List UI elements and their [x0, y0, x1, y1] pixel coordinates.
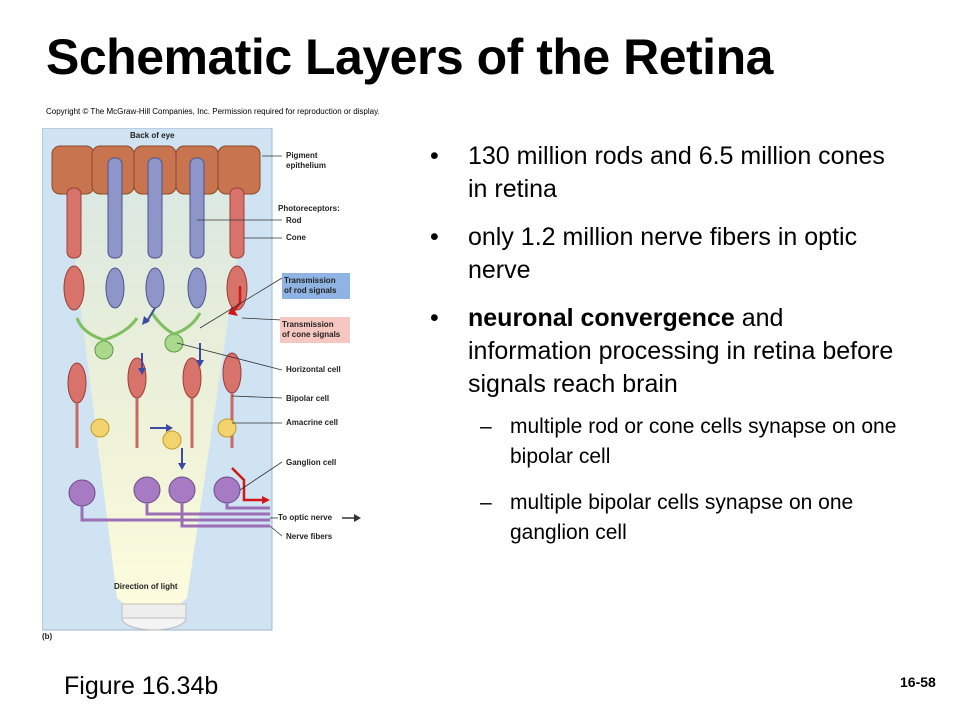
label-photoreceptors: Photoreceptors: [278, 204, 340, 213]
label-panel-letter: (b) [42, 632, 53, 641]
label-rod: Rod [286, 216, 302, 225]
label-cone: Cone [286, 233, 306, 242]
label-transmission-rod-2: of rod signals [284, 286, 337, 295]
copyright-notice: Copyright © The McGraw-Hill Companies, I… [46, 107, 380, 116]
label-pigment-epithelium-2: epithelium [286, 161, 327, 170]
bullet-item: •130 million rods and 6.5 million cones … [430, 142, 885, 203]
label-bipolar-cell: Bipolar cell [286, 394, 330, 403]
bullet-text: and information processing in retina bef… [468, 304, 894, 398]
leader-lines [176, 155, 283, 537]
rod-cells [105, 157, 207, 309]
label-direction-of-light: Direction of light [114, 582, 178, 591]
bullet-text: only 1.2 million nerve fibers in optic n… [468, 223, 858, 284]
label-amacrine-cell: Amacrine cell [286, 418, 339, 427]
label-back-of-eye: Back of eye [130, 131, 175, 140]
sub-bullet-item: –multiple rod or cone cells synapse on o… [480, 415, 897, 468]
label-transmission-cone-2: of cone signals [282, 330, 341, 339]
label-pigment-epithelium-1: Pigment [286, 151, 318, 160]
cone-signal-box [280, 317, 350, 343]
bullet-text: 130 million rods and 6.5 million cones i… [468, 142, 885, 203]
slide-number: 16-58 [900, 674, 936, 690]
label-transmission-rod-1: Transmission [284, 276, 336, 285]
rod-signal-box [282, 273, 350, 299]
nerve-fiber-lines [80, 503, 270, 528]
retina-diagram-art [42, 128, 361, 631]
label-horizontal-cell: Horizontal cell [286, 365, 341, 374]
bullet-list: •130 million rods and 6.5 million cones … [430, 140, 910, 568]
label-transmission-cone-1: Transmission [282, 320, 334, 329]
sub-bullet-item: –multiple bipolar cells synapse on one g… [480, 491, 854, 544]
bullet-item: •only 1.2 million nerve fibers in optic … [430, 223, 858, 284]
cone-cells [63, 187, 248, 311]
figure-caption: Figure 16.34b [64, 672, 219, 700]
sub-bullet-text: multiple bipolar cells synapse on one ga… [510, 491, 854, 544]
retina-diagram: Back of eye Pigment epithelium Photorece… [42, 128, 372, 658]
bullet-item: •neuronal convergence and information pr… [430, 304, 894, 398]
label-nerve-fibers: Nerve fibers [286, 532, 333, 541]
bullet-bold-text: neuronal convergence [468, 304, 735, 332]
horizontal-cells [94, 333, 184, 360]
bipolar-cells [67, 352, 242, 404]
label-ganglion-cell: Ganglion cell [286, 458, 337, 467]
slide-title: Schematic Layers of the Retina [46, 29, 773, 85]
label-to-optic-nerve: To optic nerve [278, 513, 333, 522]
amacrine-cells [90, 418, 237, 450]
sub-bullet-text: multiple rod or cone cells synapse on on… [510, 415, 897, 468]
